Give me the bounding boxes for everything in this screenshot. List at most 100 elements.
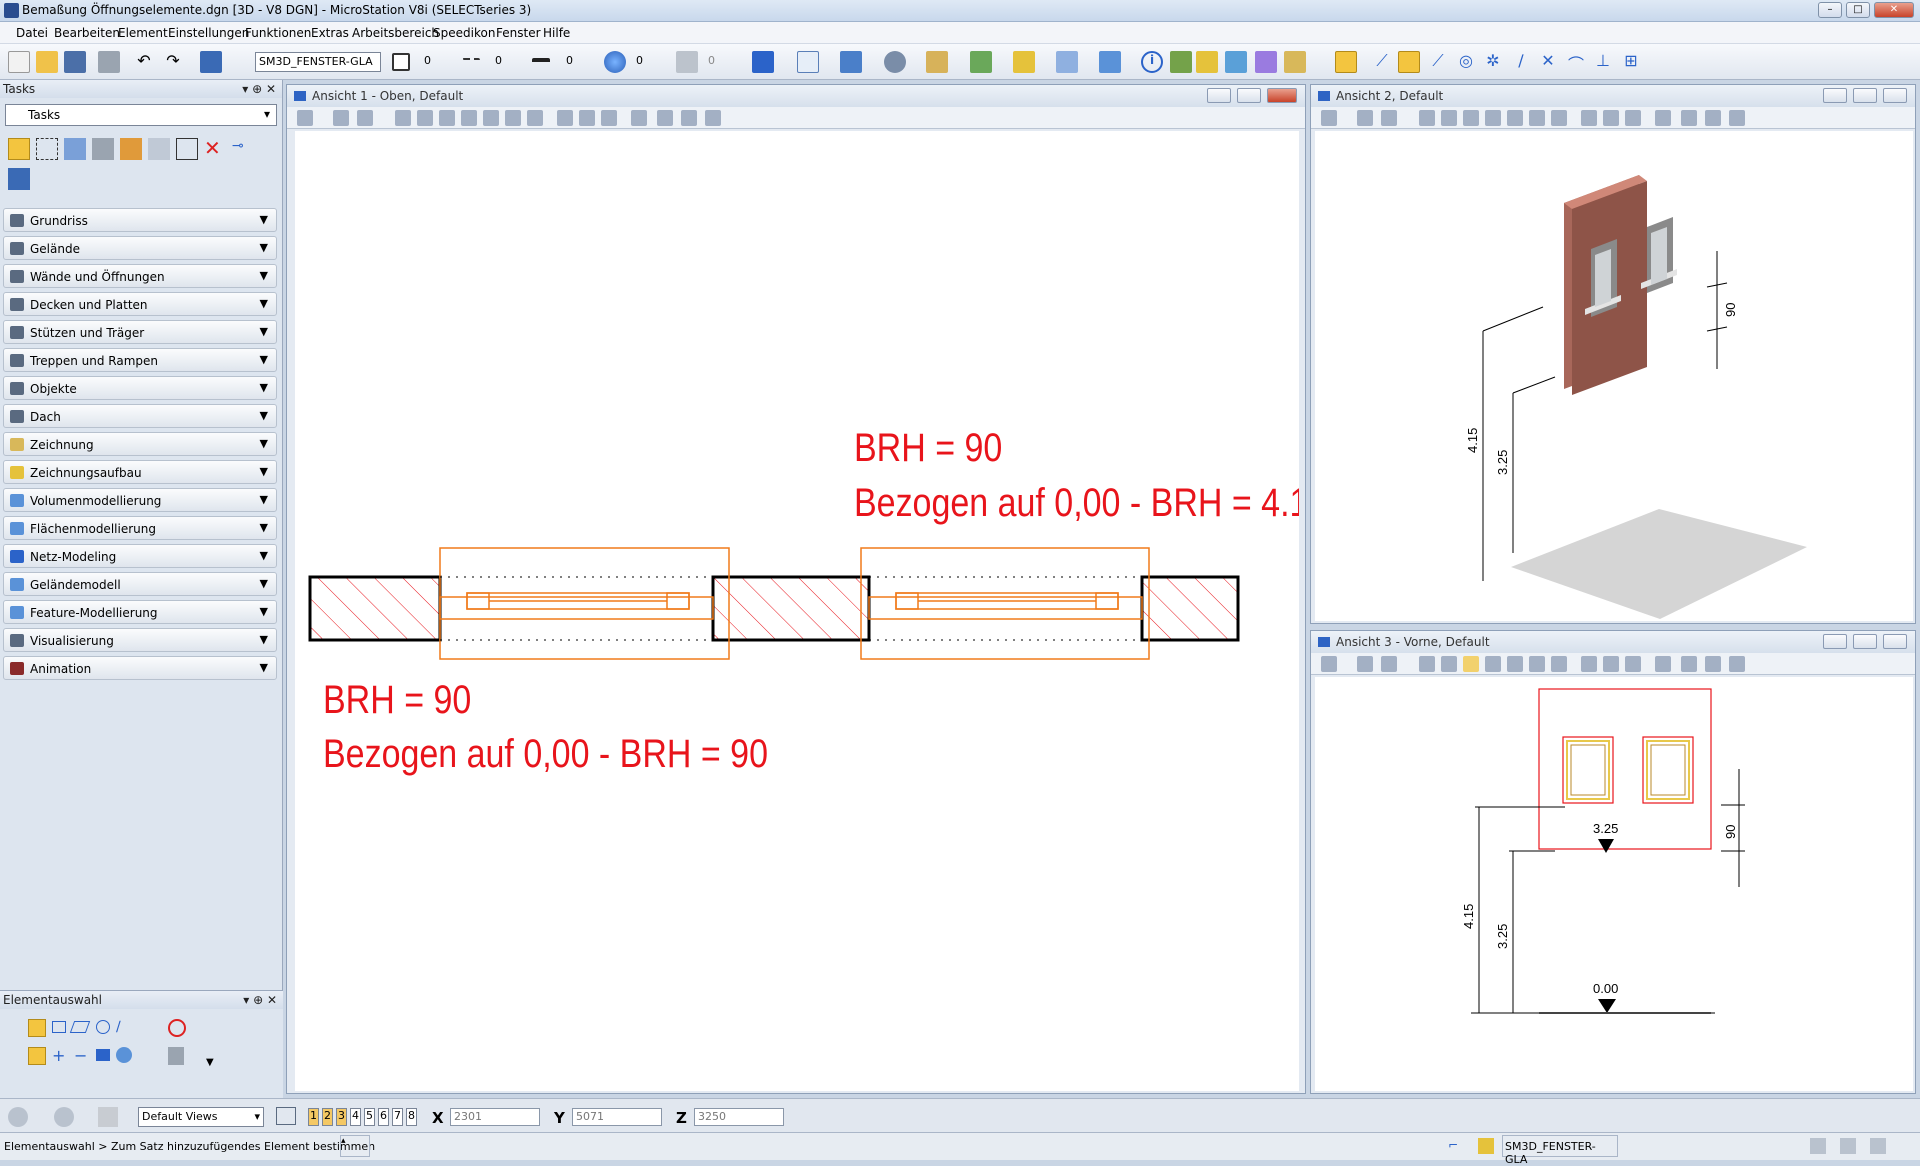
- settings-tool-icon[interactable]: [148, 138, 170, 160]
- active-level-select[interactable]: SM3D_FENSTER-GLA: [255, 52, 381, 72]
- pan-icon[interactable]: [1551, 110, 1567, 126]
- x-coordinate-field[interactable]: 2301: [450, 1108, 540, 1126]
- active-style-value[interactable]: 0: [495, 54, 502, 67]
- zoom-out-icon[interactable]: [439, 110, 455, 126]
- tasks-selector[interactable]: Tasks▾: [5, 104, 277, 126]
- rotate-view-icon[interactable]: [1529, 110, 1545, 126]
- previous-view-icon[interactable]: [579, 110, 595, 126]
- origin-icon[interactable]: ✲: [1486, 51, 1500, 70]
- close-icon[interactable]: ▾ ⊕ ✕: [242, 82, 276, 96]
- next-view-icon[interactable]: [601, 110, 617, 126]
- bisector-icon[interactable]: ∕: [1518, 51, 1524, 70]
- z-coordinate-field[interactable]: 3250: [694, 1108, 784, 1126]
- view-toggle-4[interactable]: 4: [350, 1108, 361, 1126]
- back-icon[interactable]: [8, 1107, 28, 1127]
- tangent-icon[interactable]: ⌒: [1567, 55, 1584, 74]
- category-stuetzen[interactable]: Stützen und Träger▼: [3, 320, 277, 344]
- center-icon[interactable]: ◎: [1459, 51, 1473, 70]
- zoom-in-icon[interactable]: [1441, 110, 1457, 126]
- select-element-icon[interactable]: [8, 138, 30, 160]
- category-objekte[interactable]: Objekte▼: [3, 376, 277, 400]
- raster-icon[interactable]: [840, 51, 862, 73]
- image-icon[interactable]: [926, 51, 948, 73]
- furniture-icon[interactable]: [1284, 51, 1306, 73]
- front-window-1[interactable]: [1562, 736, 1614, 804]
- walk-icon[interactable]: [557, 110, 573, 126]
- front-wall-outline[interactable]: [1538, 688, 1712, 850]
- help-icon[interactable]: [8, 168, 30, 190]
- line-select-icon[interactable]: ∕: [116, 1019, 121, 1035]
- view-toggle-1[interactable]: 1: [308, 1108, 319, 1126]
- category-flaechen[interactable]: Flächenmodellierung▼: [3, 516, 277, 540]
- category-volumen[interactable]: Volumenmodellierung▼: [3, 488, 277, 512]
- view-attributes-icon[interactable]: [297, 110, 313, 126]
- view-1-maximize-button[interactable]: [1237, 88, 1261, 103]
- menu-datei[interactable]: Datei: [16, 26, 49, 40]
- view-3-canvas[interactable]: 3.25 0.00 4.15 3.25 90: [1315, 677, 1913, 1091]
- menu-einstellungen[interactable]: Einstellungen: [168, 26, 250, 40]
- menu-arbeitsbereich[interactable]: Arbeitsbereich: [352, 26, 440, 40]
- display-style-icon[interactable]: [333, 110, 349, 126]
- rotate-view-icon[interactable]: [1529, 656, 1545, 672]
- previous-view-icon[interactable]: [1603, 656, 1619, 672]
- view-toggle-6[interactable]: 6: [378, 1108, 389, 1126]
- category-netz[interactable]: Netz-Modeling▼: [3, 544, 277, 568]
- wall-segment[interactable]: [1140, 575, 1240, 642]
- update-view-icon[interactable]: [1419, 656, 1435, 672]
- minimize-button[interactable]: –: [1818, 2, 1842, 18]
- active-transparency-value[interactable]: 0: [636, 54, 643, 67]
- lock-icon[interactable]: ⌐: [1448, 1138, 1459, 1152]
- chevron-down-icon[interactable]: ▼: [206, 1057, 214, 1068]
- paint-icon[interactable]: [120, 138, 142, 160]
- cloud-icon[interactable]: [884, 51, 906, 73]
- category-animation[interactable]: Animation▼: [3, 656, 277, 680]
- reference-icon[interactable]: [797, 51, 819, 73]
- menu-bearbeiten[interactable]: Bearbeiten: [54, 26, 120, 40]
- nearest-icon[interactable]: ⊞: [1624, 51, 1638, 70]
- zoom-in-icon[interactable]: [417, 110, 433, 126]
- next-view-icon[interactable]: [1625, 656, 1641, 672]
- keypoint-icon[interactable]: [1398, 51, 1420, 73]
- wall-segment[interactable]: [308, 575, 442, 642]
- delete-icon[interactable]: ✕: [204, 136, 221, 160]
- fit-view-icon[interactable]: [483, 110, 499, 126]
- display-style-icon[interactable]: [1357, 656, 1373, 672]
- view-2-close-button[interactable]: [1883, 88, 1907, 103]
- message-center-icon[interactable]: ▴: [340, 1135, 370, 1157]
- view-settings-icon[interactable]: [1729, 656, 1745, 672]
- window-area-icon[interactable]: [1485, 656, 1501, 672]
- select-all-icon[interactable]: [116, 1047, 132, 1063]
- copy-view-icon[interactable]: [1655, 656, 1671, 672]
- rotate-view-icon[interactable]: [505, 110, 521, 126]
- pointer-icon[interactable]: [98, 1107, 118, 1127]
- pan-icon[interactable]: [527, 110, 543, 126]
- fit-view-icon[interactable]: [1507, 110, 1523, 126]
- menu-extras[interactable]: Extras: [311, 26, 349, 40]
- measure-icon[interactable]: ⊸: [232, 138, 244, 154]
- clip-volume-icon[interactable]: [657, 110, 673, 126]
- category-zeichnungsaufbau[interactable]: Zeichnungsaufbau▼: [3, 460, 277, 484]
- zoom-tool-icon[interactable]: [92, 138, 114, 160]
- view-attributes-icon[interactable]: [1321, 110, 1337, 126]
- view-3-minimize-button[interactable]: [1823, 634, 1847, 649]
- fit-view-icon[interactable]: [1507, 656, 1523, 672]
- open-folder-icon[interactable]: [36, 51, 58, 73]
- transparency-icon[interactable]: [604, 51, 626, 73]
- new-file-icon[interactable]: [8, 51, 30, 73]
- category-decken[interactable]: Decken und Platten▼: [3, 292, 277, 316]
- zoom-in-icon[interactable]: [1441, 656, 1457, 672]
- active-weight-value[interactable]: 0: [566, 54, 573, 67]
- line-weight-icon[interactable]: [532, 58, 550, 68]
- iso-wall-3d[interactable]: [1564, 175, 1677, 395]
- category-visualisierung[interactable]: Visualisierung▼: [3, 628, 277, 652]
- status-level[interactable]: SM3D_FENSTER-GLA: [1502, 1135, 1618, 1166]
- view-settings-icon[interactable]: [705, 110, 721, 126]
- individual-select-icon[interactable]: [28, 1019, 46, 1037]
- category-waende[interactable]: Wände und Öffnungen▼: [3, 264, 277, 288]
- view-groups-icon[interactable]: [276, 1107, 296, 1125]
- front-window-2[interactable]: [1642, 736, 1694, 804]
- print-icon[interactable]: [98, 51, 120, 73]
- menu-fenster[interactable]: Fenster: [496, 26, 541, 40]
- view-group-select[interactable]: Default Views▾: [138, 1107, 264, 1127]
- clip-volume-icon[interactable]: [1681, 656, 1697, 672]
